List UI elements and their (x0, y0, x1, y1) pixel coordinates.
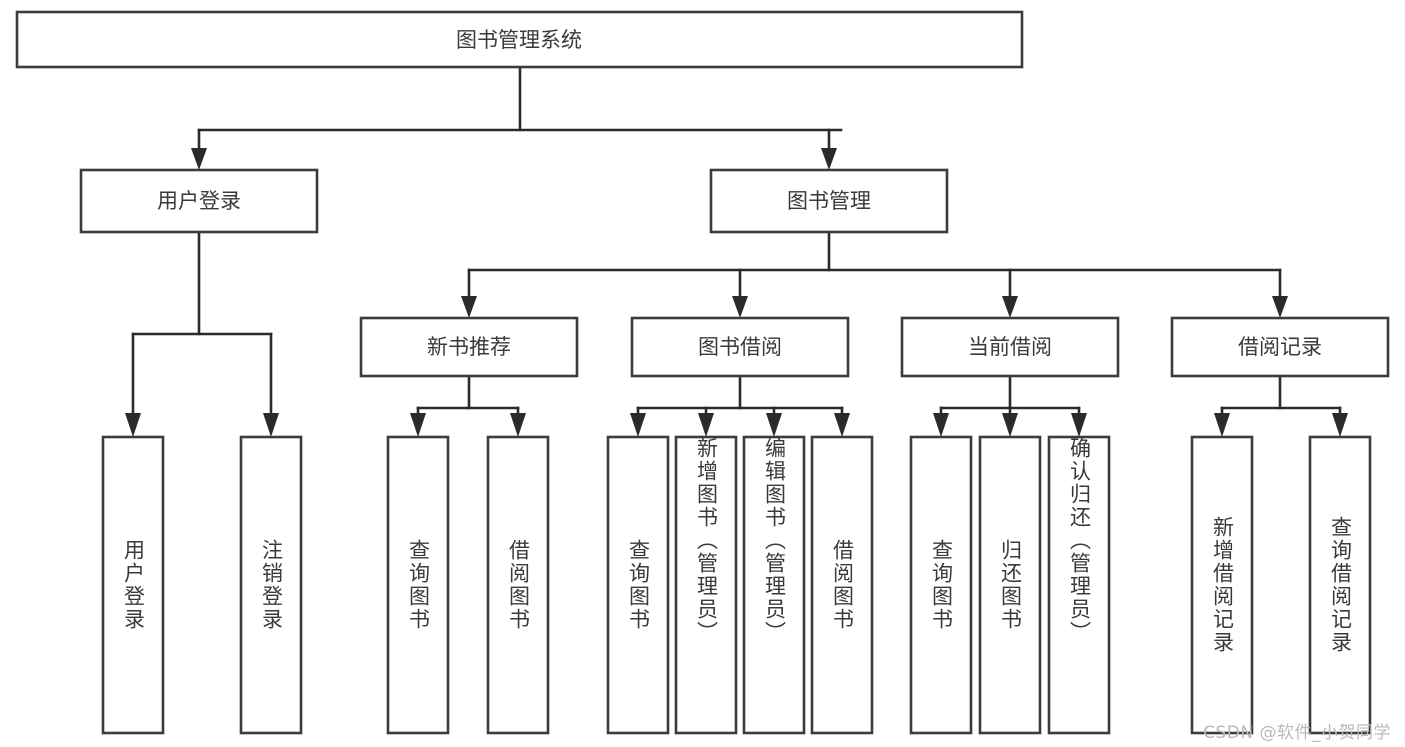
arrowhead-nb-leaf-2 (510, 413, 526, 437)
leaf-rect-group-book-borrow (606, 435, 874, 735)
leaf-rect-bb-query-book[interactable] (606, 435, 670, 735)
node-new-book-recommend[interactable]: 新书推荐 (359, 316, 579, 378)
arrowhead-borrow-record (1272, 296, 1288, 318)
leaf-rect-bb-add-book[interactable] (674, 435, 738, 735)
arrowhead-bb-leaf-2 (698, 413, 714, 437)
arrowhead-book-manage (821, 148, 837, 170)
node-borrow-record-rect[interactable] (1170, 316, 1390, 378)
arrowhead-leaf-user-login (125, 413, 141, 437)
node-root-book-management-system[interactable]: 图书管理系统 (15, 10, 1024, 69)
connector-group-new-book-recommend (410, 374, 526, 437)
node-user-login[interactable]: 用户登录 (79, 168, 319, 234)
node-book-management[interactable]: 图书管理 (709, 168, 949, 234)
node-current-borrow-label: 当前借阅 (968, 335, 1052, 359)
arrowhead-cb-leaf-2 (1002, 413, 1018, 437)
connector-group-current-borrow (933, 374, 1087, 437)
leaf-rect-cb-return-book[interactable] (978, 435, 1042, 735)
node-book-borrow-rect[interactable] (630, 316, 850, 378)
leaf-rect-group-user-login (101, 435, 303, 735)
leaf-rect-br-add-record[interactable] (1190, 435, 1254, 735)
arrowhead-nb-leaf-1 (410, 413, 426, 437)
leaf-rect-logout[interactable] (239, 435, 303, 735)
arrowhead-leaf-logout (263, 413, 279, 437)
node-book-borrow[interactable]: 图书借阅 (630, 316, 850, 378)
leaf-rect-br-query-record[interactable] (1308, 435, 1372, 735)
node-book-borrow-label: 图书借阅 (698, 335, 782, 359)
arrowhead-bb-leaf-3 (766, 413, 782, 437)
connector-group-book-borrow (630, 374, 850, 437)
node-current-borrow-rect[interactable] (900, 316, 1120, 378)
connector-group-root (191, 65, 843, 170)
arrowhead-br-leaf-1 (1214, 413, 1230, 437)
node-borrow-record[interactable]: 借阅记录 (1170, 316, 1390, 378)
arrowhead-bb-leaf-4 (834, 413, 850, 437)
node-user-login-label: 用户登录 (157, 189, 241, 213)
node-current-borrow[interactable]: 当前借阅 (900, 316, 1120, 378)
connector-group-book-manage (461, 230, 1288, 318)
leaf-rect-user-login[interactable] (101, 435, 165, 735)
arrowhead-br-leaf-2 (1332, 413, 1348, 437)
connector-group-borrow-record (1214, 374, 1348, 437)
node-book-management-label: 图书管理 (787, 189, 871, 213)
arrowhead-new-book-recommend (461, 296, 477, 318)
watermark-text: CSDN @软件_小贺同学 (1203, 723, 1391, 743)
connector-group-user-login (125, 230, 279, 437)
node-new-book-recommend-label: 新书推荐 (427, 335, 511, 359)
node-root-rect[interactable] (15, 10, 1024, 69)
node-root-label: 图书管理系统 (456, 28, 582, 52)
arrowhead-cb-leaf-3 (1071, 413, 1087, 437)
leaf-rect-group-borrow-record (1190, 435, 1372, 735)
node-user-login-rect[interactable] (79, 168, 319, 234)
leaf-rect-nb-borrow-book[interactable] (486, 435, 550, 735)
arrowhead-current-borrow (1002, 296, 1018, 318)
arrowhead-user-login (191, 148, 207, 170)
leaf-rect-cb-query-book[interactable] (909, 435, 973, 735)
node-book-management-rect[interactable] (709, 168, 949, 234)
node-new-book-recommend-rect[interactable] (359, 316, 579, 378)
arrowhead-bb-leaf-1 (630, 413, 646, 437)
leaf-rect-nb-query-book[interactable] (386, 435, 450, 735)
arrowhead-book-borrow (732, 296, 748, 318)
leaf-rect-bb-borrow-book[interactable] (810, 435, 874, 735)
arrowhead-cb-leaf-1 (933, 413, 949, 437)
leaf-rect-group-new-book-recommend (386, 435, 550, 735)
node-borrow-record-label: 借阅记录 (1238, 335, 1322, 359)
leaf-rect-bb-edit-book[interactable] (742, 435, 806, 735)
leaf-rect-cb-confirm-return[interactable] (1047, 435, 1111, 735)
leaf-rect-group-current-borrow (909, 435, 1111, 735)
